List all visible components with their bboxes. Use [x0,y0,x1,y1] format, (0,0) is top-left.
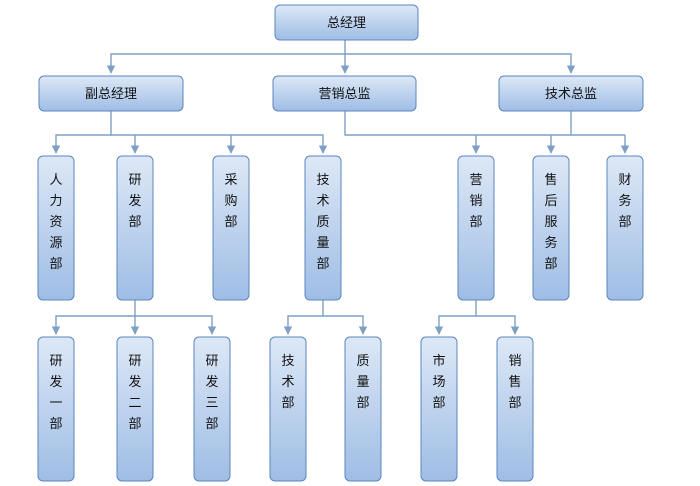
node-tech-sub-label: 技术部 [281,354,294,411]
node-quality-tech: 技术质量部 [304,155,342,301]
node-rd2-label: 研发二部 [128,354,141,432]
node-after-sales-label: 售后服务部 [544,172,557,272]
node-market: 市场部 [420,336,458,482]
node-sales-sub-label: 销售部 [508,354,521,411]
node-finance: 财务部 [606,155,644,301]
connector-vp-rd [111,134,140,154]
node-rd3-label: 研发三部 [205,354,218,432]
node-purchasing: 采购部 [212,155,250,301]
node-purchasing-label: 采购部 [224,173,237,230]
connector-ceo-tech-director [345,53,576,74]
node-rd1-label: 研发一部 [49,354,62,432]
node-sales-director-label: 营销总监 [318,87,370,102]
node-rd: 研发部 [116,155,154,301]
node-tech-director-label: 技术总监 [545,87,597,102]
node-quality-sub-label: 质量部 [356,354,369,411]
connector-rd-rd1 [51,300,136,335]
node-vp-label: 副总经理 [85,87,137,102]
connector-sales-dept-market [434,300,477,335]
node-quality-tech-label: 技术质量部 [316,173,329,272]
node-market-label: 市场部 [432,353,445,411]
connector-sales-dept-sales [476,315,520,335]
node-rd3: 研发三部 [193,336,231,482]
node-sales-dept: 营销部 [457,155,495,301]
node-tech-sub: 技术部 [269,336,307,482]
node-finance-label: 财务部 [618,173,631,230]
node-vp: 副总经理 [38,75,184,112]
connector-sales-director-bus [344,111,625,136]
node-tech-director: 技术总监 [498,75,644,112]
node-rd1: 研发一部 [37,336,75,482]
connector-quality-tech-quality [323,315,368,335]
node-hr: 人力资源部 [37,155,75,301]
node-quality-sub: 质量部 [344,336,382,482]
connector-vp-purchasing [135,134,236,154]
node-sales-director: 营销总监 [272,75,417,112]
nodes: 总经理 副总经理 营销总监 技术总监 人力资源部 研发部 采购部 技术质量部 营… [37,4,644,482]
connector-ceo-vp [106,40,346,74]
node-sales-sub: 销售部 [496,336,534,482]
node-rd-label: 研发部 [128,173,141,230]
connector-vp-quality-tech [231,134,328,154]
node-ceo-label: 总经理 [327,16,366,31]
node-rd2: 研发二部 [116,336,154,482]
connectors [51,40,630,335]
node-hr-label: 人力资源部 [49,173,62,272]
connector-rd-rd3 [135,315,217,335]
node-ceo: 总经理 [274,4,419,41]
node-sales-dept-label: 营销部 [469,173,482,230]
connector-quality-tech-tech [283,300,324,335]
node-after-sales: 售后服务部 [532,155,570,301]
connector-vp-hr [51,111,112,154]
